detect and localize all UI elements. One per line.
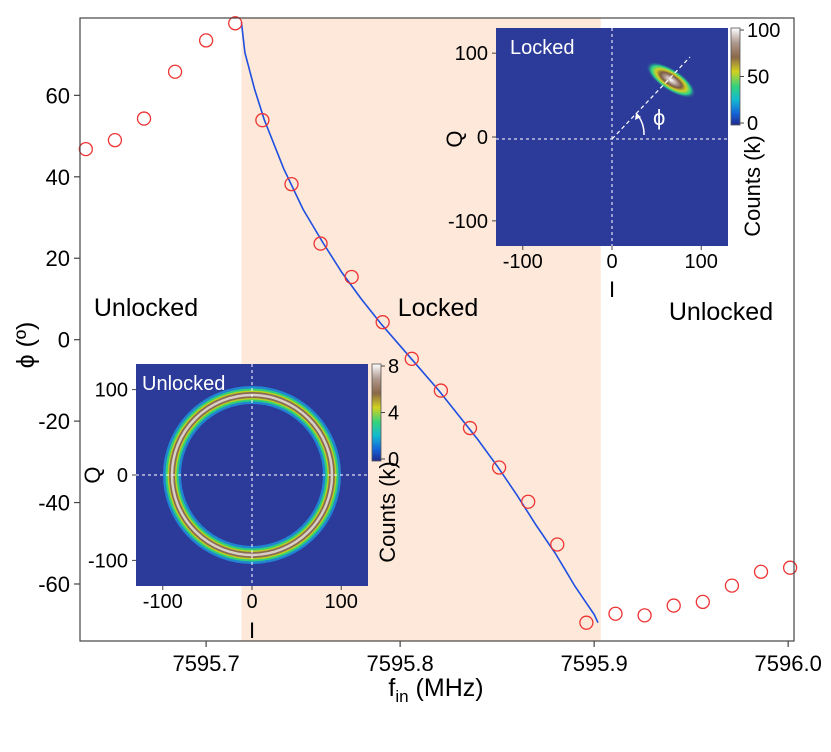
y-tick-label-4: -20: [38, 409, 70, 434]
data-point-14: [491, 460, 507, 475]
x-axis-ticks: 7595.7 7595.8 7595.9 7596.0: [172, 641, 822, 676]
fit-layer: [240, 22, 599, 624]
data-point-7: [284, 176, 299, 192]
data-point-8: [313, 236, 328, 251]
locked-inset-x-tick-2: 100: [685, 251, 718, 273]
data-point-0: [78, 141, 93, 157]
unlocked-inset-cbar-tick-1: 4: [388, 403, 399, 425]
marker-layer: [78, 16, 798, 630]
locked-colorbar-ticks: 100 50 0: [740, 20, 780, 135]
unlocked-colorbar-ticks: 8 4 0: [381, 356, 399, 471]
unlocked-inset-x-tick-1: 0: [246, 591, 257, 613]
x-axis-label-main: f: [388, 674, 395, 702]
y-tick-label-6: -60: [38, 572, 70, 597]
inset-unlocked: Unlocked -100 0 100 100 0 -100 Q I 8 4 0 Counts…: [80, 356, 400, 643]
region-label-center: Locked: [398, 294, 479, 322]
data-point-15: [521, 494, 536, 509]
data-point-17: [579, 615, 594, 630]
data-point-5: [228, 16, 243, 31]
y-axis-label: ϕ (º): [12, 322, 40, 369]
x-axis-label: fin (MHz): [388, 674, 483, 706]
y-tick-label-5: -40: [38, 491, 70, 516]
unlocked-ylabel: Q: [80, 466, 105, 483]
data-point-19: [637, 608, 652, 623]
unlocked-inset-x-tick-2: 100: [325, 591, 358, 613]
unlocked-inset-x-tick-0: -100: [143, 591, 183, 613]
data-point-11: [404, 351, 419, 366]
locked-inset-title: Locked: [510, 37, 575, 59]
y-tick-label-1: 40: [46, 165, 70, 190]
locked-xlabel: I: [609, 277, 615, 302]
data-point-20: [666, 598, 681, 613]
locked-ylabel: Q: [442, 130, 467, 147]
unlocked-inset-ticks: -100 0 100 100 0 -100: [88, 380, 358, 613]
locked-inset-cbar-tick-1: 50: [747, 67, 769, 89]
x-axis-label-unit: (MHz): [409, 674, 484, 702]
locked-inset-y-tick-2: -100: [448, 211, 488, 233]
locked-peak: [645, 61, 697, 99]
region-label-right: Unlocked: [669, 298, 773, 326]
plot-frame: [79, 17, 795, 642]
data-point-23: [753, 564, 769, 579]
locked-colorbar: [730, 27, 741, 126]
unlocked-inset-y-tick-0: 100: [95, 380, 128, 402]
locked-inset-y-tick-0: 100: [455, 43, 488, 65]
unlocked-inset-cbar-tick-2: 0: [388, 449, 399, 471]
y-tick-label-0: 60: [46, 83, 70, 108]
data-point-22: [724, 578, 740, 593]
data-point-1: [107, 133, 123, 148]
data-point-16: [550, 537, 565, 552]
x-tick-label-1: 7595.8: [366, 651, 433, 676]
x-axis-label-sub: in: [395, 687, 408, 706]
locked-inset-cbar-tick-2: 0: [747, 113, 758, 135]
phase-angle-label: ϕ: [653, 105, 665, 130]
y-tick-label-3: 0: [58, 328, 70, 353]
locked-inset-ticks: -100 0 100 100 0 -100: [448, 43, 718, 273]
data-point-4: [198, 33, 214, 48]
x-tick-label-0: 7595.7: [172, 651, 239, 676]
locked-colorbar-label: Counts (k): [740, 135, 765, 236]
x-tick-label-3: 7596.0: [755, 651, 822, 676]
unlocked-xlabel: I: [249, 618, 255, 643]
region-label-left: Unlocked: [94, 294, 198, 322]
locked-inset-cbar-tick-0: 100: [747, 20, 780, 42]
y-tick-label-2: 20: [46, 246, 70, 271]
data-point-10: [375, 315, 390, 330]
data-point-21: [695, 594, 710, 610]
data-point-3: [167, 64, 183, 79]
x-tick-label-2: 7595.9: [561, 651, 628, 676]
unlocked-inset-cbar-tick-0: 8: [388, 356, 399, 378]
data-point-24: [782, 560, 798, 575]
data-point-13: [462, 420, 478, 436]
data-point-6: [255, 113, 270, 128]
locked-phase-ray: [611, 56, 691, 140]
data-point-12: [433, 383, 449, 398]
locked-peak-group: [645, 61, 697, 99]
inset-locked: ϕ Locked -100 0 100 100 0 -100 Q I 100 50 0 Cou…: [442, 20, 780, 302]
locked-inset-x-tick-1: 0: [606, 251, 617, 273]
locked-inset-y-tick-1: 0: [477, 127, 488, 149]
unlocked-inset-title: Unlocked: [142, 373, 225, 395]
unlocked-colorbar: [371, 363, 382, 462]
phase-angle-arrowhead: [635, 113, 641, 120]
data-point-18: [608, 606, 623, 621]
unlocked-colorbar-label: Counts (k): [375, 461, 400, 562]
unlocked-inset-y-tick-1: 0: [117, 465, 128, 487]
data-point-9: [344, 269, 359, 285]
data-point-2: [136, 111, 152, 126]
unlocked-inset-y-tick-2: -100: [88, 550, 128, 572]
fit-curve: [240, 22, 599, 624]
locked-inset-x-tick-0: -100: [503, 251, 543, 273]
y-axis-ticks: 60 40 20 0 -20 -40 -60: [38, 83, 80, 597]
